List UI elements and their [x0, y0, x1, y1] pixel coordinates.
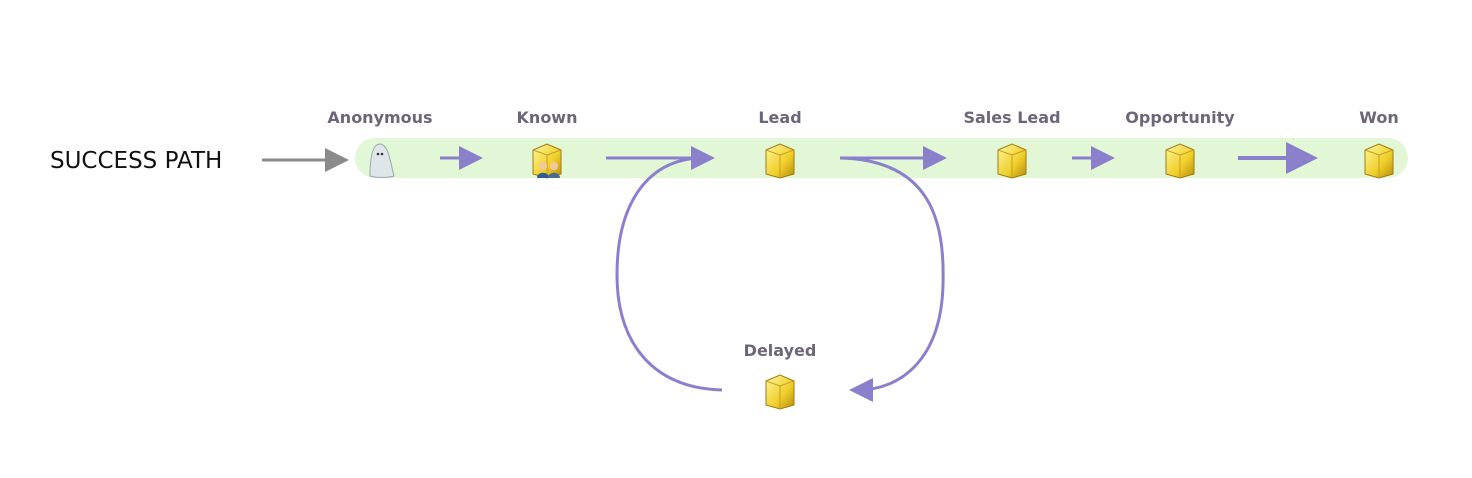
ghost-icon[interactable] [362, 140, 398, 180]
stage-label-sales-lead: Sales Lead [963, 108, 1061, 127]
stage-label-lead: Lead [758, 108, 802, 127]
stage-label-known: Known [516, 108, 578, 127]
box-with-people-icon[interactable] [529, 140, 565, 180]
box-icon[interactable] [994, 140, 1030, 180]
stage-label-opportunity: Opportunity [1125, 108, 1235, 127]
success-path-title: SUCCESS PATH [50, 148, 223, 174]
arrow-lead-delayed [839, 156, 945, 402]
stage-label-anonymous: Anonymous [327, 108, 433, 127]
arrow-delayed-lead [615, 156, 723, 392]
box-icon[interactable] [1361, 140, 1397, 180]
box-icon[interactable] [762, 371, 798, 411]
stage-label-delayed: Delayed [743, 341, 817, 360]
stage-label-won: Won [1359, 108, 1399, 127]
box-icon[interactable] [762, 140, 798, 180]
box-icon[interactable] [1162, 140, 1198, 180]
